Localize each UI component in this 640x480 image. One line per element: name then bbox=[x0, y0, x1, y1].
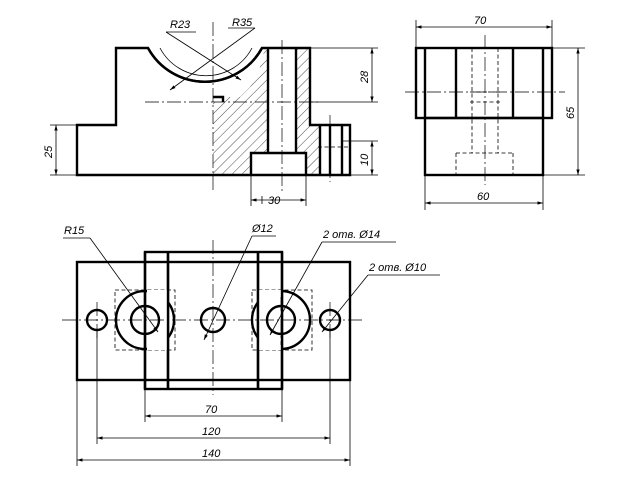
front-dim-r23: R23 bbox=[170, 19, 191, 31]
front-dim-10: 10 bbox=[359, 153, 371, 166]
side-dim-60: 60 bbox=[477, 191, 490, 203]
side-dim-65: 65 bbox=[565, 106, 577, 119]
side-upper-block bbox=[414, 46, 554, 120]
top-dim-140: 140 bbox=[202, 448, 221, 460]
front-view: R23 R35 28 10 25 30 bbox=[43, 17, 378, 207]
top-dim-r15: R15 bbox=[64, 225, 85, 237]
front-dim-30: 30 bbox=[268, 195, 281, 207]
front-counterbore-void bbox=[251, 153, 306, 175]
side-dim-70: 70 bbox=[474, 15, 487, 27]
top-base-outline bbox=[75, 260, 352, 382]
front-dim-25: 25 bbox=[43, 145, 55, 159]
top-dim-holes-10: 2 отв. Ø10 bbox=[368, 262, 427, 274]
front-inner-arc bbox=[146, 47, 264, 83]
top-view: R15 Ø12 2 отв. Ø14 2 отв. Ø10 70 120 140 bbox=[62, 223, 440, 466]
front-dim-r35: R35 bbox=[232, 17, 253, 29]
top-dim-120: 120 bbox=[202, 426, 221, 438]
top-dim-d12: Ø12 bbox=[251, 223, 273, 235]
side-base bbox=[423, 116, 545, 177]
top-dim-holes-14: 2 отв. Ø14 bbox=[322, 229, 380, 241]
front-dim-28: 28 bbox=[359, 70, 371, 84]
top-dim-70: 70 bbox=[205, 404, 218, 416]
side-view: 70 65 60 bbox=[405, 15, 585, 210]
